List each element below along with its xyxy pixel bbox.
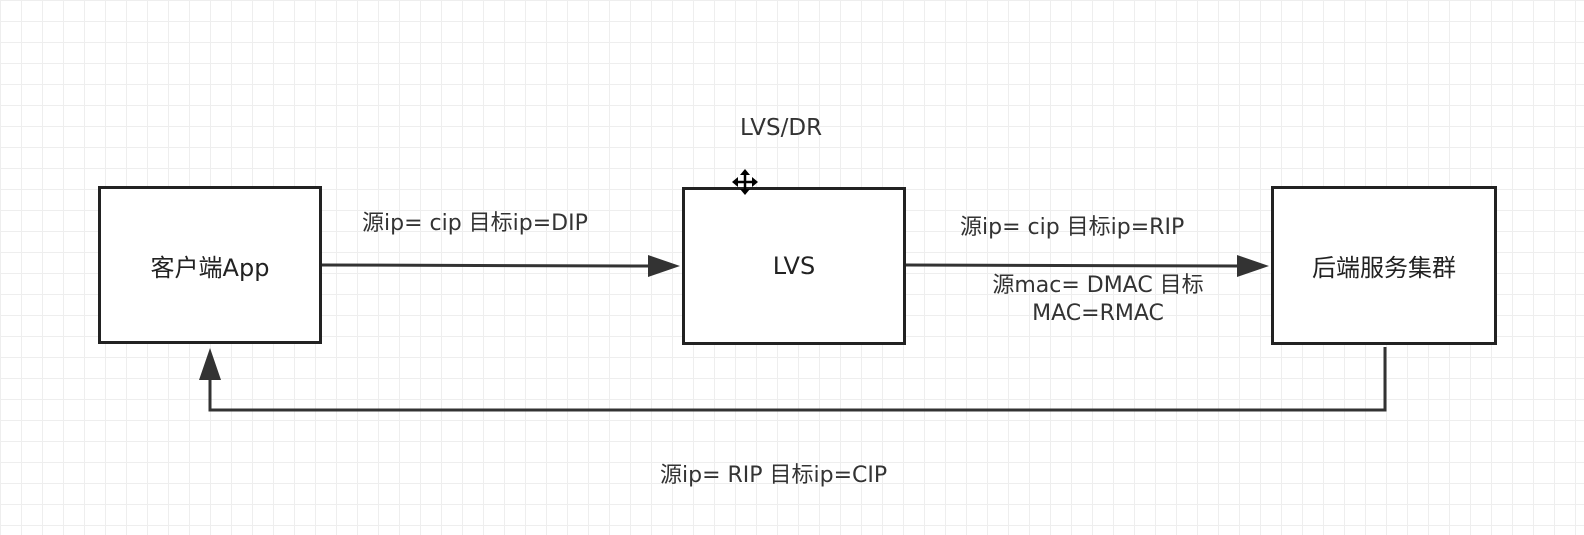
edge-lvs-to-backend: [905, 263, 1241, 268]
arrowhead-backend-to-client: [199, 348, 221, 380]
mac-label-line-2: MAC=RMAC: [1032, 300, 1164, 326]
diagram-title: LVS/DR: [740, 115, 823, 141]
move-cursor-icon: [732, 169, 758, 195]
edge-lvs-to-backend-ip-label: 源ip= cip 目标ip=RIP: [960, 215, 1185, 240]
edge-backend-to-client-label: 源ip= RIP 目标ip=CIP: [660, 463, 888, 488]
node-backend-label: 后端服务集群: [1312, 254, 1456, 282]
node-client-label: 客户端App: [150, 253, 270, 282]
edge-client-to-lvs-label: 源ip= cip 目标ip=DIP: [362, 211, 588, 236]
mac-label-line-1: 源mac= DMAC 目标: [992, 273, 1204, 298]
arrowhead-client-to-lvs: [648, 255, 680, 277]
node-backend[interactable]: 后端服务集群: [1271, 186, 1497, 345]
node-lvs-label: LVS: [772, 252, 816, 280]
edge-backend-to-client: [208, 347, 1387, 412]
edge-client-to-lvs: [321, 263, 653, 268]
node-lvs[interactable]: LVS: [682, 187, 906, 345]
arrowhead-lvs-to-backend: [1237, 255, 1269, 277]
node-client[interactable]: 客户端App: [98, 186, 322, 344]
edge-lvs-to-backend-mac-label: 源mac= DMAC 目标 MAC=RMAC: [948, 272, 1248, 327]
